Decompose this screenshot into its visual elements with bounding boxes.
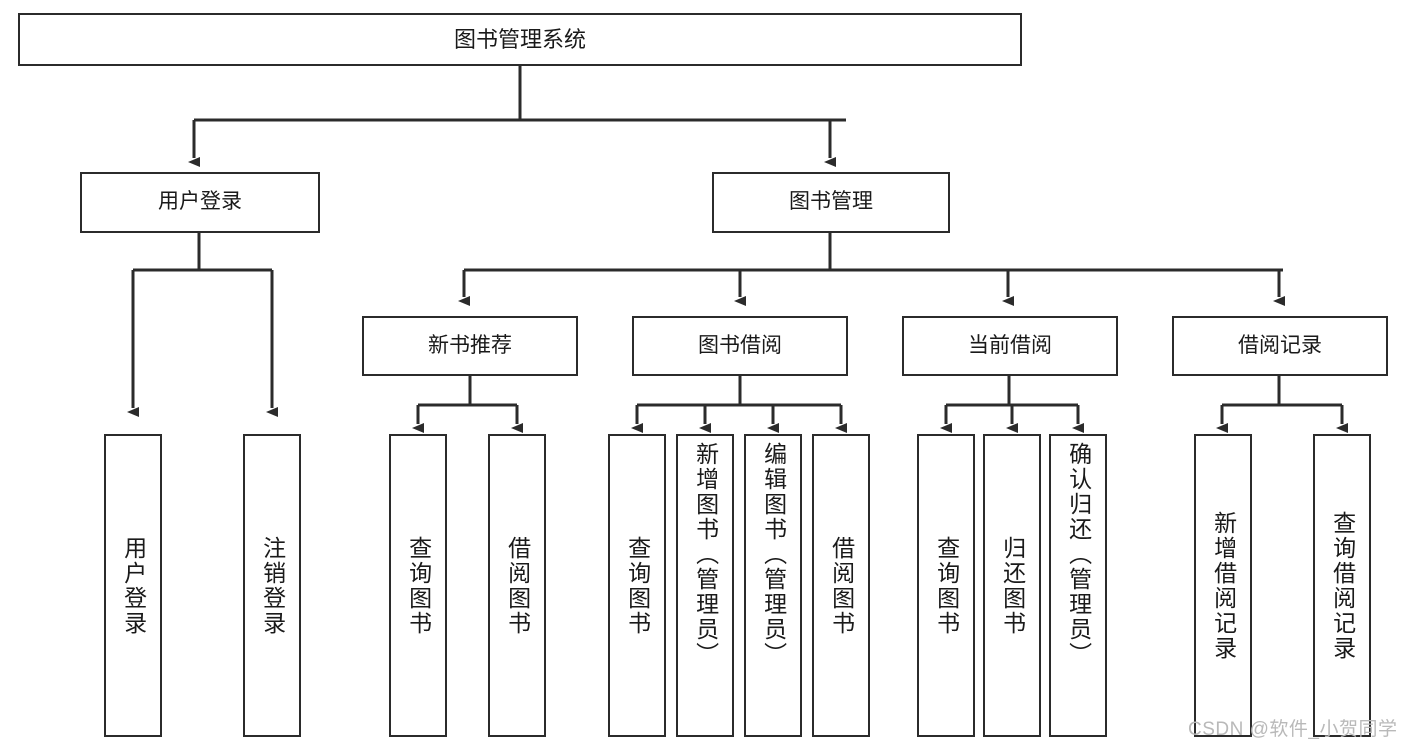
leaf-current-confirm-return-admin[interactable]: 确认归还（管理员） xyxy=(1049,434,1107,737)
leaf-new-book-query[interactable]: 查询图书 xyxy=(389,434,447,737)
node-book-borrow-label: 图书借阅 xyxy=(698,333,782,357)
node-root-system[interactable]: 图书管理系统 xyxy=(18,13,1022,66)
leaf-new-book-borrow[interactable]: 借阅图书 xyxy=(488,434,546,737)
leaf-current-return-book[interactable]: 归还图书 xyxy=(983,434,1041,737)
leaf-borrow-edit-book-admin[interactable]: 编辑图书（管理员） xyxy=(744,434,802,737)
node-current-borrow-label: 当前借阅 xyxy=(968,333,1052,357)
leaf-label: 查询借阅记录 xyxy=(1329,510,1356,661)
leaf-borrow-add-book-admin[interactable]: 新增图书（管理员） xyxy=(676,434,734,737)
leaf-label: 查询图书 xyxy=(405,535,432,636)
leaf-borrow-query-book[interactable]: 查询图书 xyxy=(608,434,666,737)
node-user-login-label: 用户登录 xyxy=(158,190,242,214)
leaf-label: 确认归还（管理员） xyxy=(1065,442,1092,667)
leaf-label: 查询图书 xyxy=(624,535,651,636)
node-root-system-label: 图书管理系统 xyxy=(453,26,586,52)
leaf-label: 借阅图书 xyxy=(828,535,855,636)
node-book-management-label: 图书管理 xyxy=(789,190,873,214)
leaf-label: 用户登录 xyxy=(120,535,147,636)
leaf-record-query-record[interactable]: 查询借阅记录 xyxy=(1313,434,1371,737)
node-current-borrow[interactable]: 当前借阅 xyxy=(902,316,1118,376)
leaf-label: 编辑图书（管理员） xyxy=(760,442,787,667)
node-new-book-recommend[interactable]: 新书推荐 xyxy=(362,316,578,376)
leaf-label: 借阅图书 xyxy=(504,535,531,636)
node-borrow-record[interactable]: 借阅记录 xyxy=(1172,316,1388,376)
leaf-user-login-logout[interactable]: 注销登录 xyxy=(243,434,301,737)
node-user-login[interactable]: 用户登录 xyxy=(80,172,320,233)
leaf-borrow-borrow-book[interactable]: 借阅图书 xyxy=(812,434,870,737)
csdn-watermark: CSDN @软件_小贺同学 xyxy=(1188,719,1398,740)
node-new-book-recommend-label: 新书推荐 xyxy=(428,333,512,357)
leaf-current-query-book[interactable]: 查询图书 xyxy=(917,434,975,737)
leaf-user-login-login[interactable]: 用户登录 xyxy=(104,434,162,737)
leaf-label: 新增借阅记录 xyxy=(1210,510,1237,661)
leaf-label: 注销登录 xyxy=(259,535,286,636)
leaf-record-add-record[interactable]: 新增借阅记录 xyxy=(1194,434,1252,737)
node-book-borrow[interactable]: 图书借阅 xyxy=(632,316,848,376)
node-borrow-record-label: 借阅记录 xyxy=(1238,333,1322,357)
leaf-label: 新增图书（管理员） xyxy=(692,442,719,667)
node-book-management[interactable]: 图书管理 xyxy=(712,172,950,233)
leaf-label: 查询图书 xyxy=(933,535,960,636)
leaf-label: 归还图书 xyxy=(999,535,1026,636)
